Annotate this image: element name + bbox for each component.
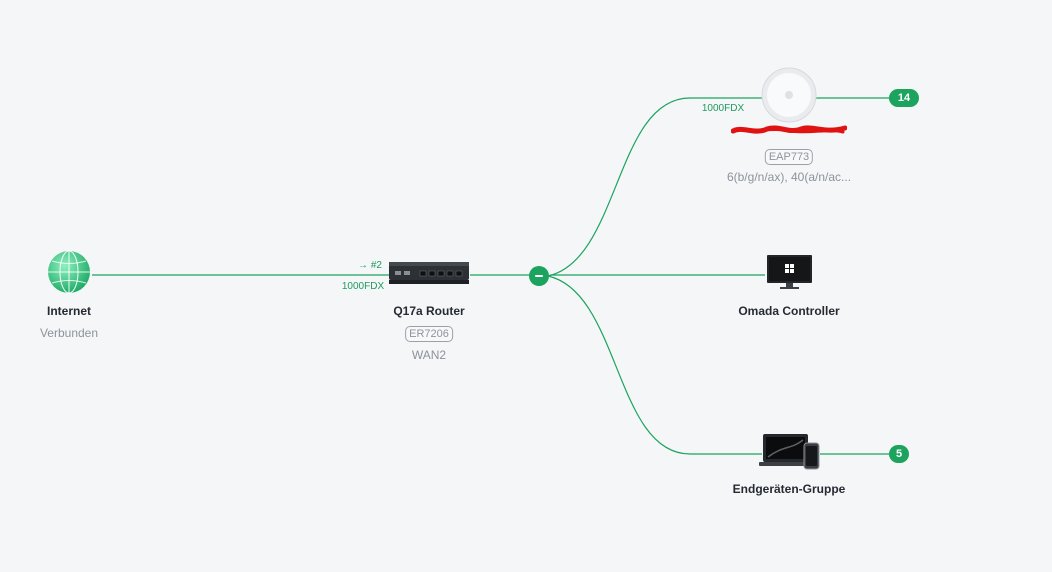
ap-channels: 6(b/g/n/ax), 40(a/n/ac... <box>726 170 852 184</box>
router-model-badge: ER7206 <box>405 326 453 342</box>
monitor-icon[interactable] <box>767 255 812 289</box>
redacted-ap-name <box>731 125 847 134</box>
router-port-label: → #2 <box>358 260 382 271</box>
collapse-button[interactable] <box>529 266 549 286</box>
router-wan-speed: 1000FDX <box>341 281 385 292</box>
router-model-wrap: ER7206 <box>405 324 453 342</box>
ap-model-badge: EAP773 <box>764 149 814 165</box>
controller-name: Omada Controller <box>738 304 840 318</box>
internet-status: Verbunden <box>39 326 99 340</box>
internet-name: Internet <box>46 304 92 318</box>
access-point-icon[interactable] <box>761 67 817 123</box>
ap-link-speed: 1000FDX <box>701 103 745 114</box>
link-hub-ap <box>547 97 762 277</box>
clients-group-name: Endgeräten-Gruppe <box>732 482 846 496</box>
router-port: WAN2 <box>411 348 447 362</box>
group-clients-badge[interactable]: 5 <box>889 445 909 463</box>
ap-model-wrap: EAP773 <box>764 147 814 165</box>
laptop-phone-icon[interactable] <box>759 434 820 470</box>
router-name: Q17a Router <box>393 304 465 318</box>
link-hub-clients <box>547 275 762 455</box>
globe-icon[interactable] <box>48 250 90 294</box>
ap-clients-badge[interactable]: 14 <box>889 89 919 107</box>
router-icon[interactable] <box>389 262 469 284</box>
